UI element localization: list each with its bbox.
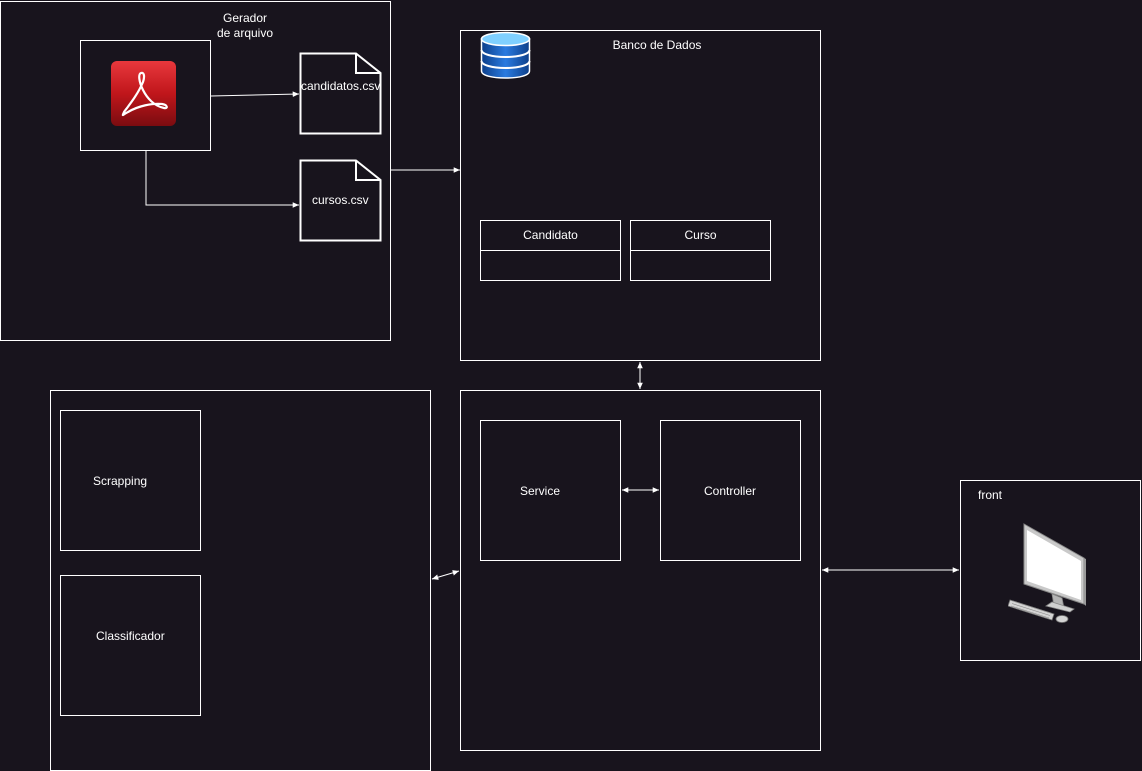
- service-box[interactable]: Service: [480, 420, 621, 561]
- entity-table-header: Curso: [631, 221, 770, 251]
- entity-table-header: Candidato: [481, 221, 620, 251]
- database-container[interactable]: [460, 30, 821, 361]
- pdf-source-box[interactable]: [80, 40, 211, 151]
- database-icon: [480, 31, 531, 79]
- acrobat-pdf-icon: [110, 60, 177, 127]
- classificador-box[interactable]: Classificador: [60, 575, 201, 716]
- entity-table-candidato[interactable]: Candidato: [480, 220, 621, 281]
- arrow-processing-backend: [431, 570, 460, 580]
- file-generator-title-line1: Gerador: [222, 11, 268, 25]
- service-label: Service: [520, 484, 561, 498]
- file-generator-title-line2: de arquivo: [216, 26, 274, 40]
- scrapping-box[interactable]: Scrapping: [60, 410, 201, 551]
- controller-box[interactable]: Controller: [660, 420, 801, 561]
- cursos-csv-file[interactable]: cursos.csv: [299, 159, 382, 242]
- entity-table-curso[interactable]: Curso: [630, 220, 771, 281]
- candidatos-csv-file[interactable]: candidatos.csv: [299, 52, 382, 135]
- candidatos-csv-label: candidatos.csv: [301, 79, 381, 93]
- front-label: front: [978, 488, 1003, 502]
- controller-label: Controller: [704, 484, 757, 498]
- database-title: Banco de Dados: [612, 38, 702, 52]
- front-container[interactable]: [960, 480, 1141, 661]
- computer-icon: [1007, 522, 1088, 626]
- file-generator-container[interactable]: [0, 1, 391, 341]
- classificador-label: Classificador: [96, 629, 165, 643]
- scrapping-label: Scrapping: [93, 474, 148, 488]
- cursos-csv-label: cursos.csv: [312, 193, 369, 207]
- backend-container[interactable]: [460, 390, 821, 751]
